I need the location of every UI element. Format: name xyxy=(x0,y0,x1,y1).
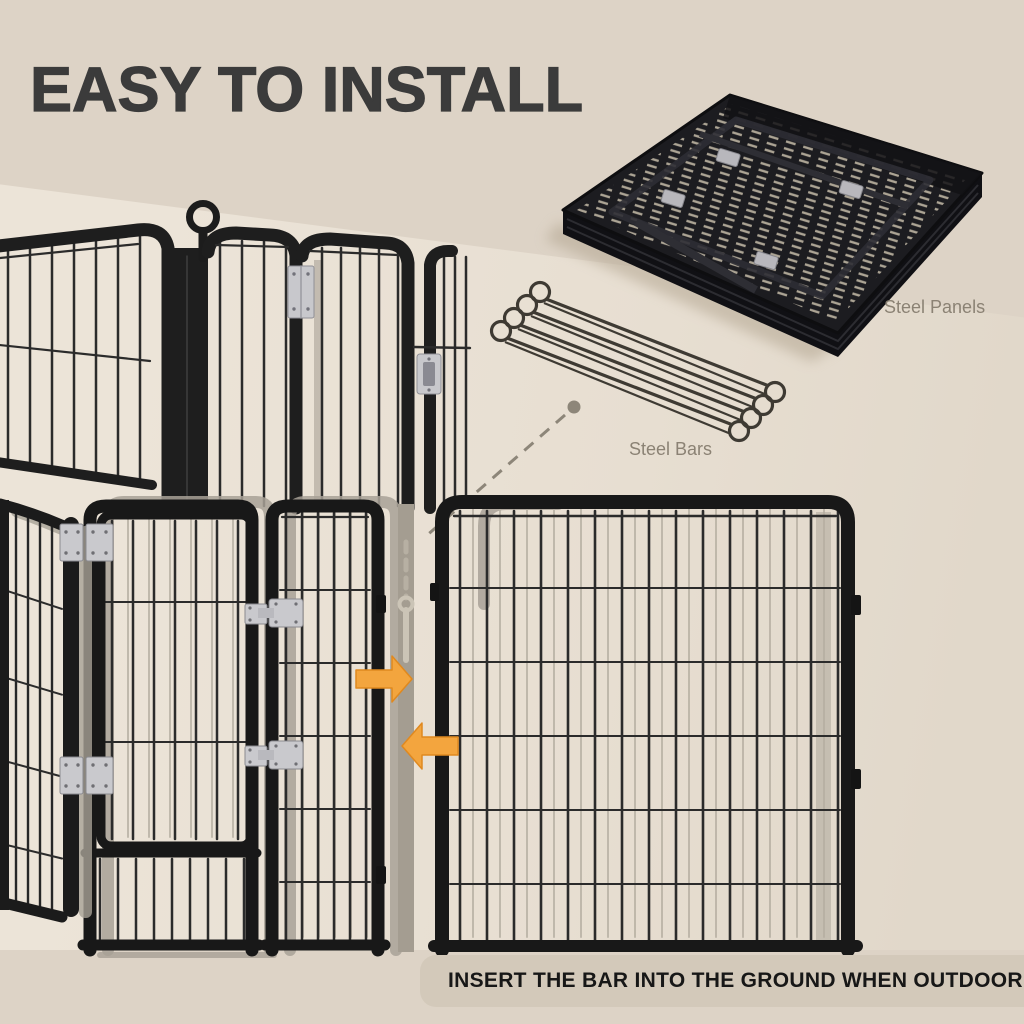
page-title: EASY TO INSTALL xyxy=(29,54,584,125)
playpen-panels-front xyxy=(77,495,863,958)
latch xyxy=(244,740,304,770)
connector-tab xyxy=(376,595,386,613)
insert-arrow-left xyxy=(401,722,459,770)
steel-bars-bundle xyxy=(489,280,787,443)
latch xyxy=(416,353,442,395)
panel-clamp xyxy=(838,180,864,199)
stack-mesh xyxy=(577,104,968,322)
connector-tab xyxy=(851,769,861,789)
hinge xyxy=(59,523,114,562)
panel-clamp xyxy=(660,189,686,208)
leader-dot xyxy=(567,400,581,414)
connector-tab xyxy=(851,595,861,615)
corner-post xyxy=(164,248,208,508)
steel-bars-label: Steel Bars xyxy=(629,439,713,459)
door-hinges xyxy=(59,523,114,795)
panel-frame xyxy=(265,499,385,957)
connector-tab xyxy=(376,866,386,884)
hinge xyxy=(287,265,315,319)
hinge xyxy=(59,756,114,795)
latch xyxy=(244,598,304,628)
panel-frame-wide xyxy=(435,495,855,957)
corner-pin-loop xyxy=(186,200,220,234)
ghost-connector-post xyxy=(398,504,414,952)
connector-tab xyxy=(430,583,439,601)
insert-arrow-right xyxy=(355,655,413,703)
steel-panels-label: Steel Panels xyxy=(884,297,986,317)
folded-steel-panels-stack xyxy=(545,93,984,362)
panel-clamp xyxy=(753,251,779,270)
panel-latches xyxy=(244,598,304,770)
instruction-banner: INSERT THE BAR INTO THE GROUND WHEN OUTD… xyxy=(420,955,1024,1007)
panel-clamp xyxy=(715,148,741,167)
door-edge-post xyxy=(63,517,79,917)
stack-side-layers xyxy=(563,173,982,357)
panel-door xyxy=(96,510,256,851)
assembled-playpen-corner xyxy=(0,200,472,515)
door-panel-frame xyxy=(83,499,259,957)
open-door-panel xyxy=(0,498,92,923)
